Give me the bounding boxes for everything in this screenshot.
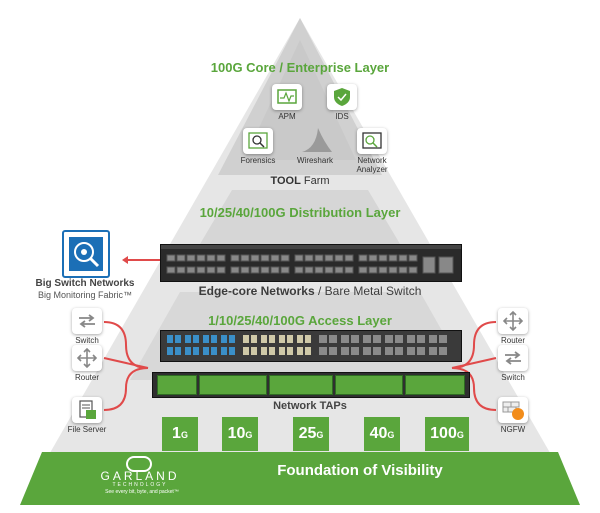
tap-module bbox=[157, 375, 197, 395]
router-icon bbox=[76, 347, 98, 369]
edgecore-switch bbox=[160, 244, 462, 282]
bsn-title: Big Switch Networks bbox=[35, 278, 135, 289]
network-analyzer-tool[interactable] bbox=[357, 128, 387, 154]
router-icon bbox=[502, 310, 524, 332]
switch-ports bbox=[161, 245, 461, 274]
tap-module bbox=[269, 375, 333, 395]
garland-tagline: See every bit, byte, and packet™ bbox=[105, 489, 179, 495]
access-layer-title: 1/10/25/40/100G Access Layer bbox=[208, 313, 392, 328]
garland-name: GARLAND bbox=[100, 469, 180, 483]
access-ports bbox=[167, 335, 447, 355]
ngfw-device[interactable] bbox=[498, 397, 528, 423]
speed-25g: 25G bbox=[293, 417, 329, 451]
core-layer-title: 100G Core / Enterprise Layer bbox=[210, 60, 390, 75]
ids-label: IDS bbox=[335, 112, 349, 121]
switch-caption: Edge-core Networks / Bare Metal Switch bbox=[198, 284, 422, 298]
speed-40g: 40G bbox=[364, 417, 400, 451]
network-taps-caption: Network TAPs bbox=[273, 400, 347, 412]
big-switch-networks-logo[interactable] bbox=[62, 230, 110, 278]
file-server-label: File Server bbox=[67, 425, 107, 434]
left-router-device[interactable] bbox=[72, 345, 102, 371]
right-router-device[interactable] bbox=[498, 308, 528, 334]
distribution-layer-title: 10/25/40/100G Distribution Layer bbox=[199, 205, 401, 220]
tool-farm-caption: TOOL Farm bbox=[270, 175, 330, 187]
garland-logo-mark bbox=[126, 456, 152, 472]
forensics-label: Forensics bbox=[240, 156, 276, 165]
tap-module bbox=[335, 375, 403, 395]
right-router-label: Router bbox=[500, 336, 525, 345]
tap-module bbox=[199, 375, 267, 395]
file-server-device[interactable] bbox=[72, 397, 102, 423]
apm-tool[interactable] bbox=[272, 84, 302, 110]
speed-100g: 100G bbox=[425, 417, 469, 451]
speed-1g: 1G bbox=[162, 417, 198, 451]
speed-10g: 10G bbox=[222, 417, 258, 451]
shield-icon bbox=[334, 88, 350, 106]
bmf-icon bbox=[69, 237, 103, 271]
file-server-icon bbox=[79, 400, 96, 419]
apm-icon bbox=[277, 89, 297, 104]
forensics-tool[interactable] bbox=[243, 128, 273, 154]
network-taps-panel bbox=[152, 372, 470, 398]
magnifier-icon bbox=[248, 132, 268, 149]
garland-logo: GARLAND TECHNOLOGY See every bit, byte, … bbox=[88, 456, 192, 496]
ids-tool[interactable] bbox=[327, 84, 357, 110]
access-patch-panel bbox=[160, 330, 462, 362]
firewall-icon bbox=[502, 401, 524, 420]
wireshark-label: Wireshark bbox=[296, 156, 333, 165]
right-switch-device[interactable] bbox=[498, 345, 528, 371]
garland-sub: TECHNOLOGY bbox=[112, 482, 168, 488]
bsn-subtitle: Big Monitoring Fabric™ bbox=[37, 290, 133, 300]
switch-icon bbox=[505, 351, 521, 365]
wireshark-tool[interactable] bbox=[298, 126, 334, 159]
left-switch-device[interactable] bbox=[72, 308, 102, 334]
analyzer-icon bbox=[362, 132, 382, 149]
switch-icon bbox=[79, 314, 95, 328]
right-switch-label: Switch bbox=[501, 373, 525, 382]
left-switch-label: Switch bbox=[75, 336, 99, 345]
foundation-title: Foundation of Visibility bbox=[277, 462, 443, 479]
left-router-label: Router bbox=[74, 373, 99, 382]
ngfw-label: NGFW bbox=[500, 425, 526, 434]
apm-label: APM bbox=[278, 112, 296, 121]
shark-fin-icon bbox=[302, 128, 332, 152]
tap-module bbox=[405, 375, 465, 395]
